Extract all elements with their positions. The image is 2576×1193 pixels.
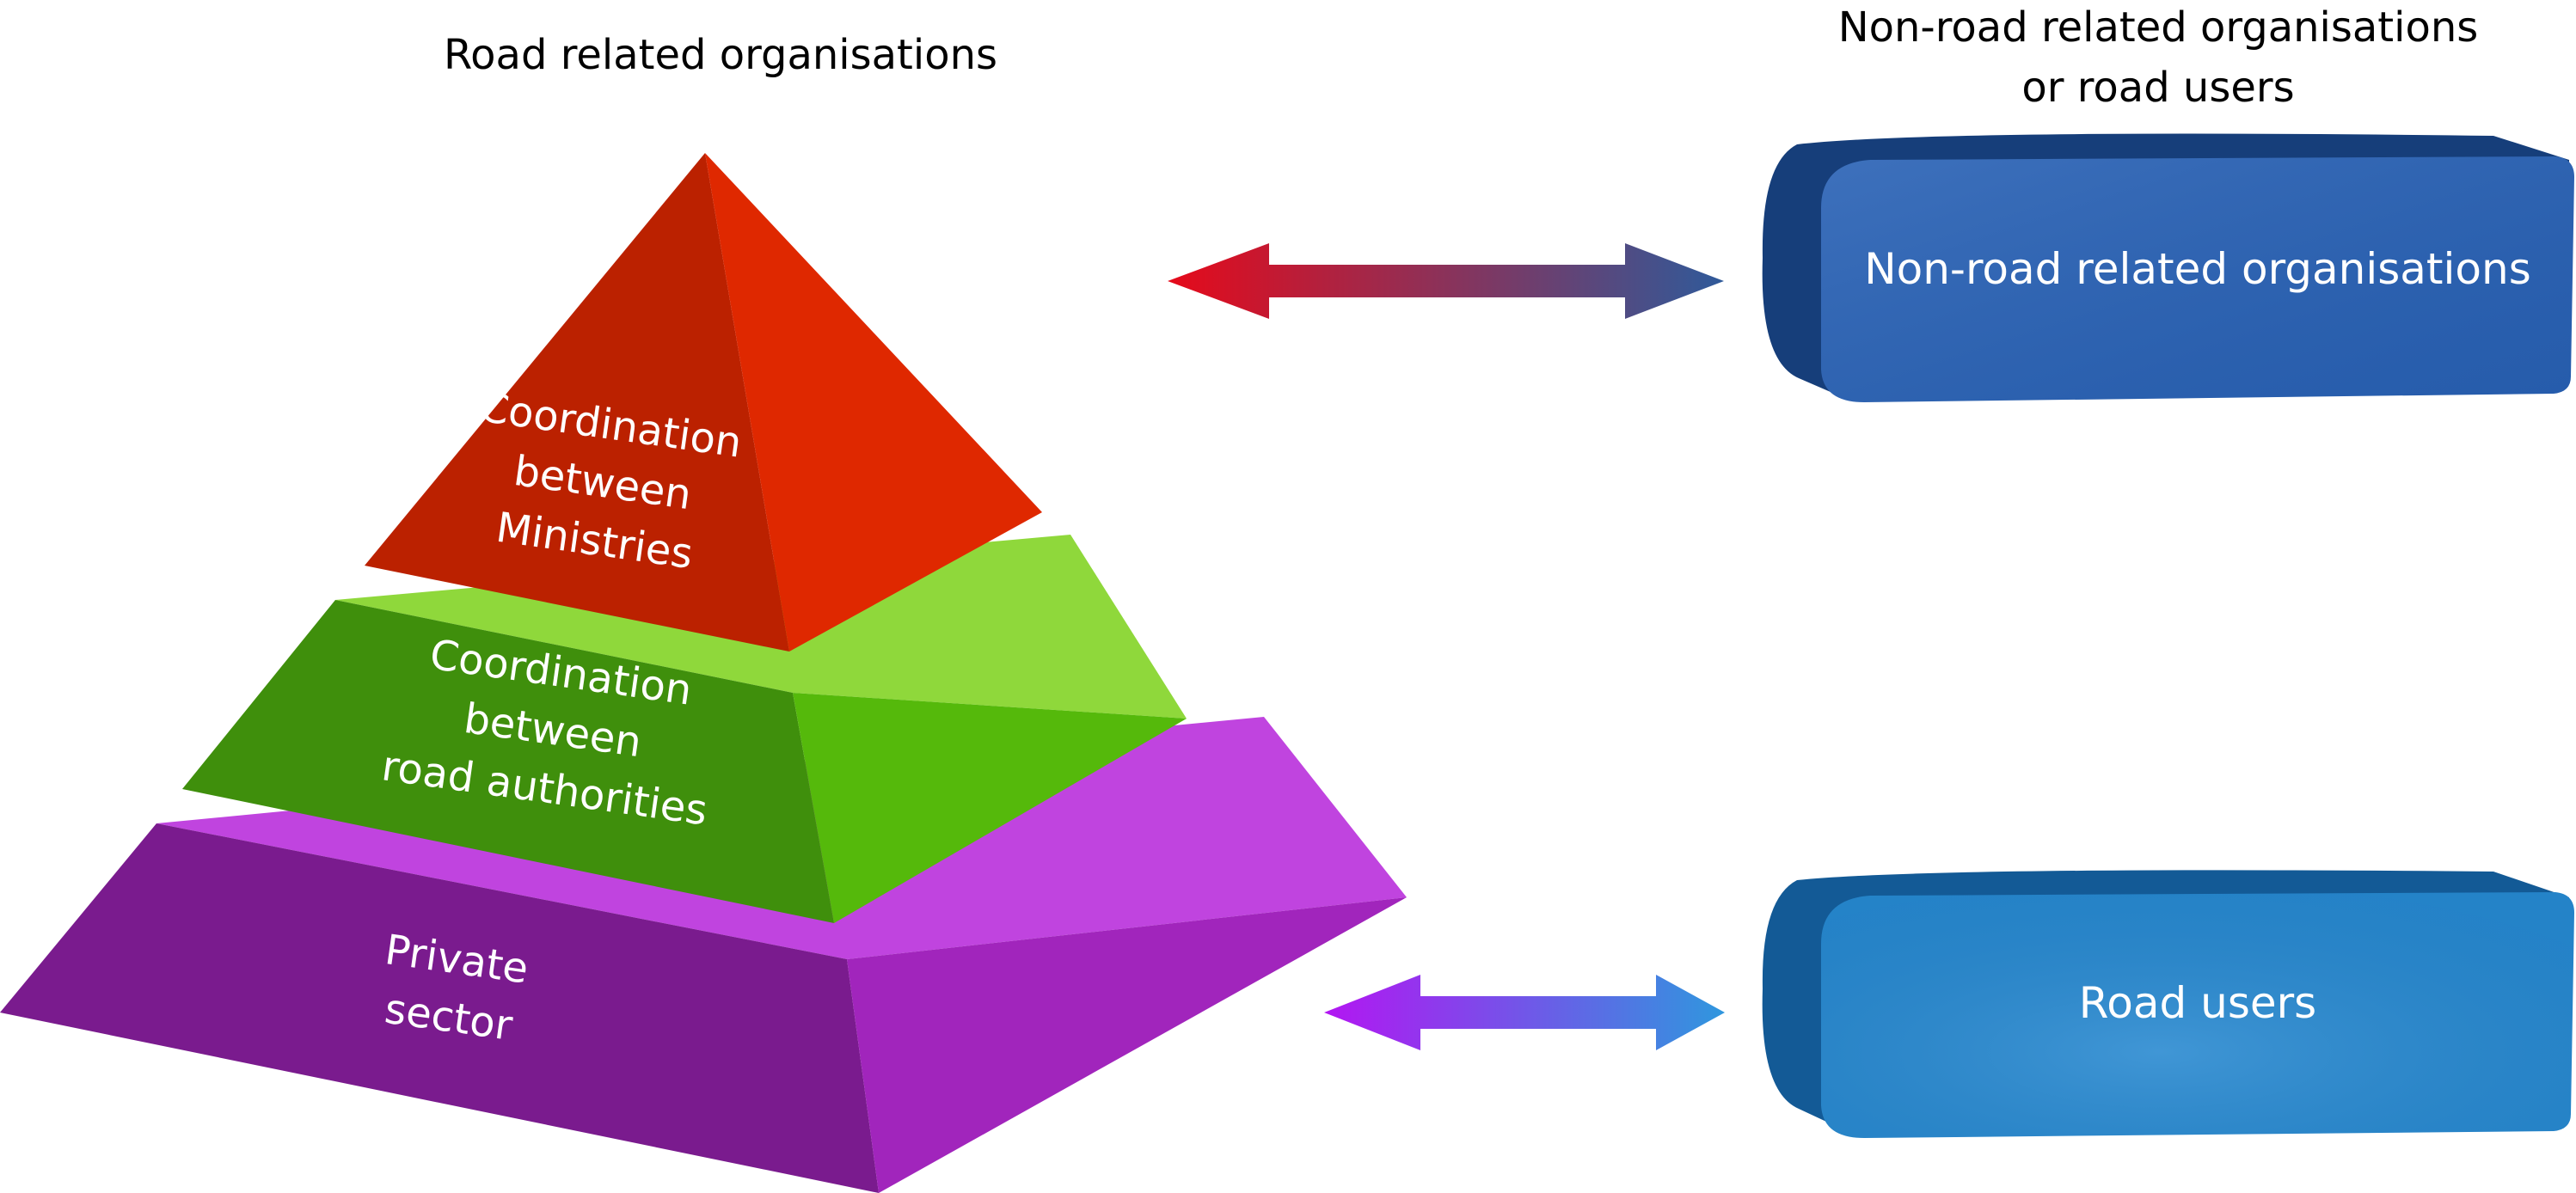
heading-non-road-line1: Non-road related organisations <box>1838 3 2479 52</box>
road-authorities-side-face <box>793 693 1187 923</box>
ministries-side-face <box>705 153 1042 652</box>
heading-non-road-line2: or road users <box>2021 64 2294 112</box>
box-road-users-label: Road users <box>2079 978 2316 1028</box>
box-non-road-organisations-highlight <box>1821 156 2574 402</box>
ministries-front-face <box>365 153 789 652</box>
pyramid-layer-ministries <box>365 153 1042 652</box>
private-sector-front-face <box>0 823 879 1193</box>
heading-road-related: Road related organisations <box>444 31 997 79</box>
double-arrow-top <box>1168 243 1724 319</box>
double-arrow-bottom <box>1324 975 1725 1050</box>
box-road-users-highlight <box>1821 892 2574 1138</box>
box-road-users: Road users <box>1762 870 2574 1138</box>
private-sector-side-face <box>847 897 1407 1193</box>
box-non-road-organisations: Non-road related organisations <box>1762 133 2574 402</box>
road-authorities-front-face <box>182 600 834 923</box>
box-non-road-organisations-label: Non-road related organisations <box>1864 244 2531 294</box>
